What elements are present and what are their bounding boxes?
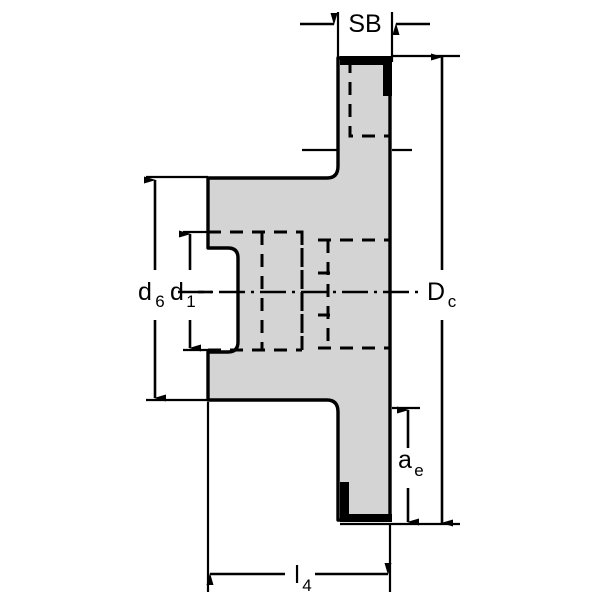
dim-label-ae-subscript: e <box>414 461 423 480</box>
dim-label-l4: l <box>294 561 300 589</box>
dimension-labels-group: SB D c d 6 d 1 a e l 4 <box>138 10 457 595</box>
dim-label-ae: a <box>398 446 412 474</box>
dim-label-dc-subscript: c <box>448 292 457 311</box>
hub-body-outline <box>206 56 392 522</box>
dim-label-sb: SB <box>348 10 381 38</box>
hidden-lines-group <box>208 60 390 352</box>
dim-label-d1-subscript: 1 <box>186 292 195 311</box>
dim-label-d6: d <box>138 278 152 306</box>
rim-band-top-icon <box>340 56 392 96</box>
dim-label-dc: D <box>427 278 445 306</box>
dimension-arrows-group <box>144 13 453 585</box>
hidden-line-rim-bore <box>348 60 390 138</box>
rim-band-group <box>340 56 392 522</box>
dim-label-d1: d <box>170 278 184 306</box>
rim-band-bottom-icon <box>340 482 392 522</box>
dim-label-d6-subscript: 6 <box>155 292 164 311</box>
hub-body-section <box>206 56 392 522</box>
extension-lines-group <box>146 12 460 592</box>
dim-label-l4-subscript: 4 <box>302 576 311 595</box>
